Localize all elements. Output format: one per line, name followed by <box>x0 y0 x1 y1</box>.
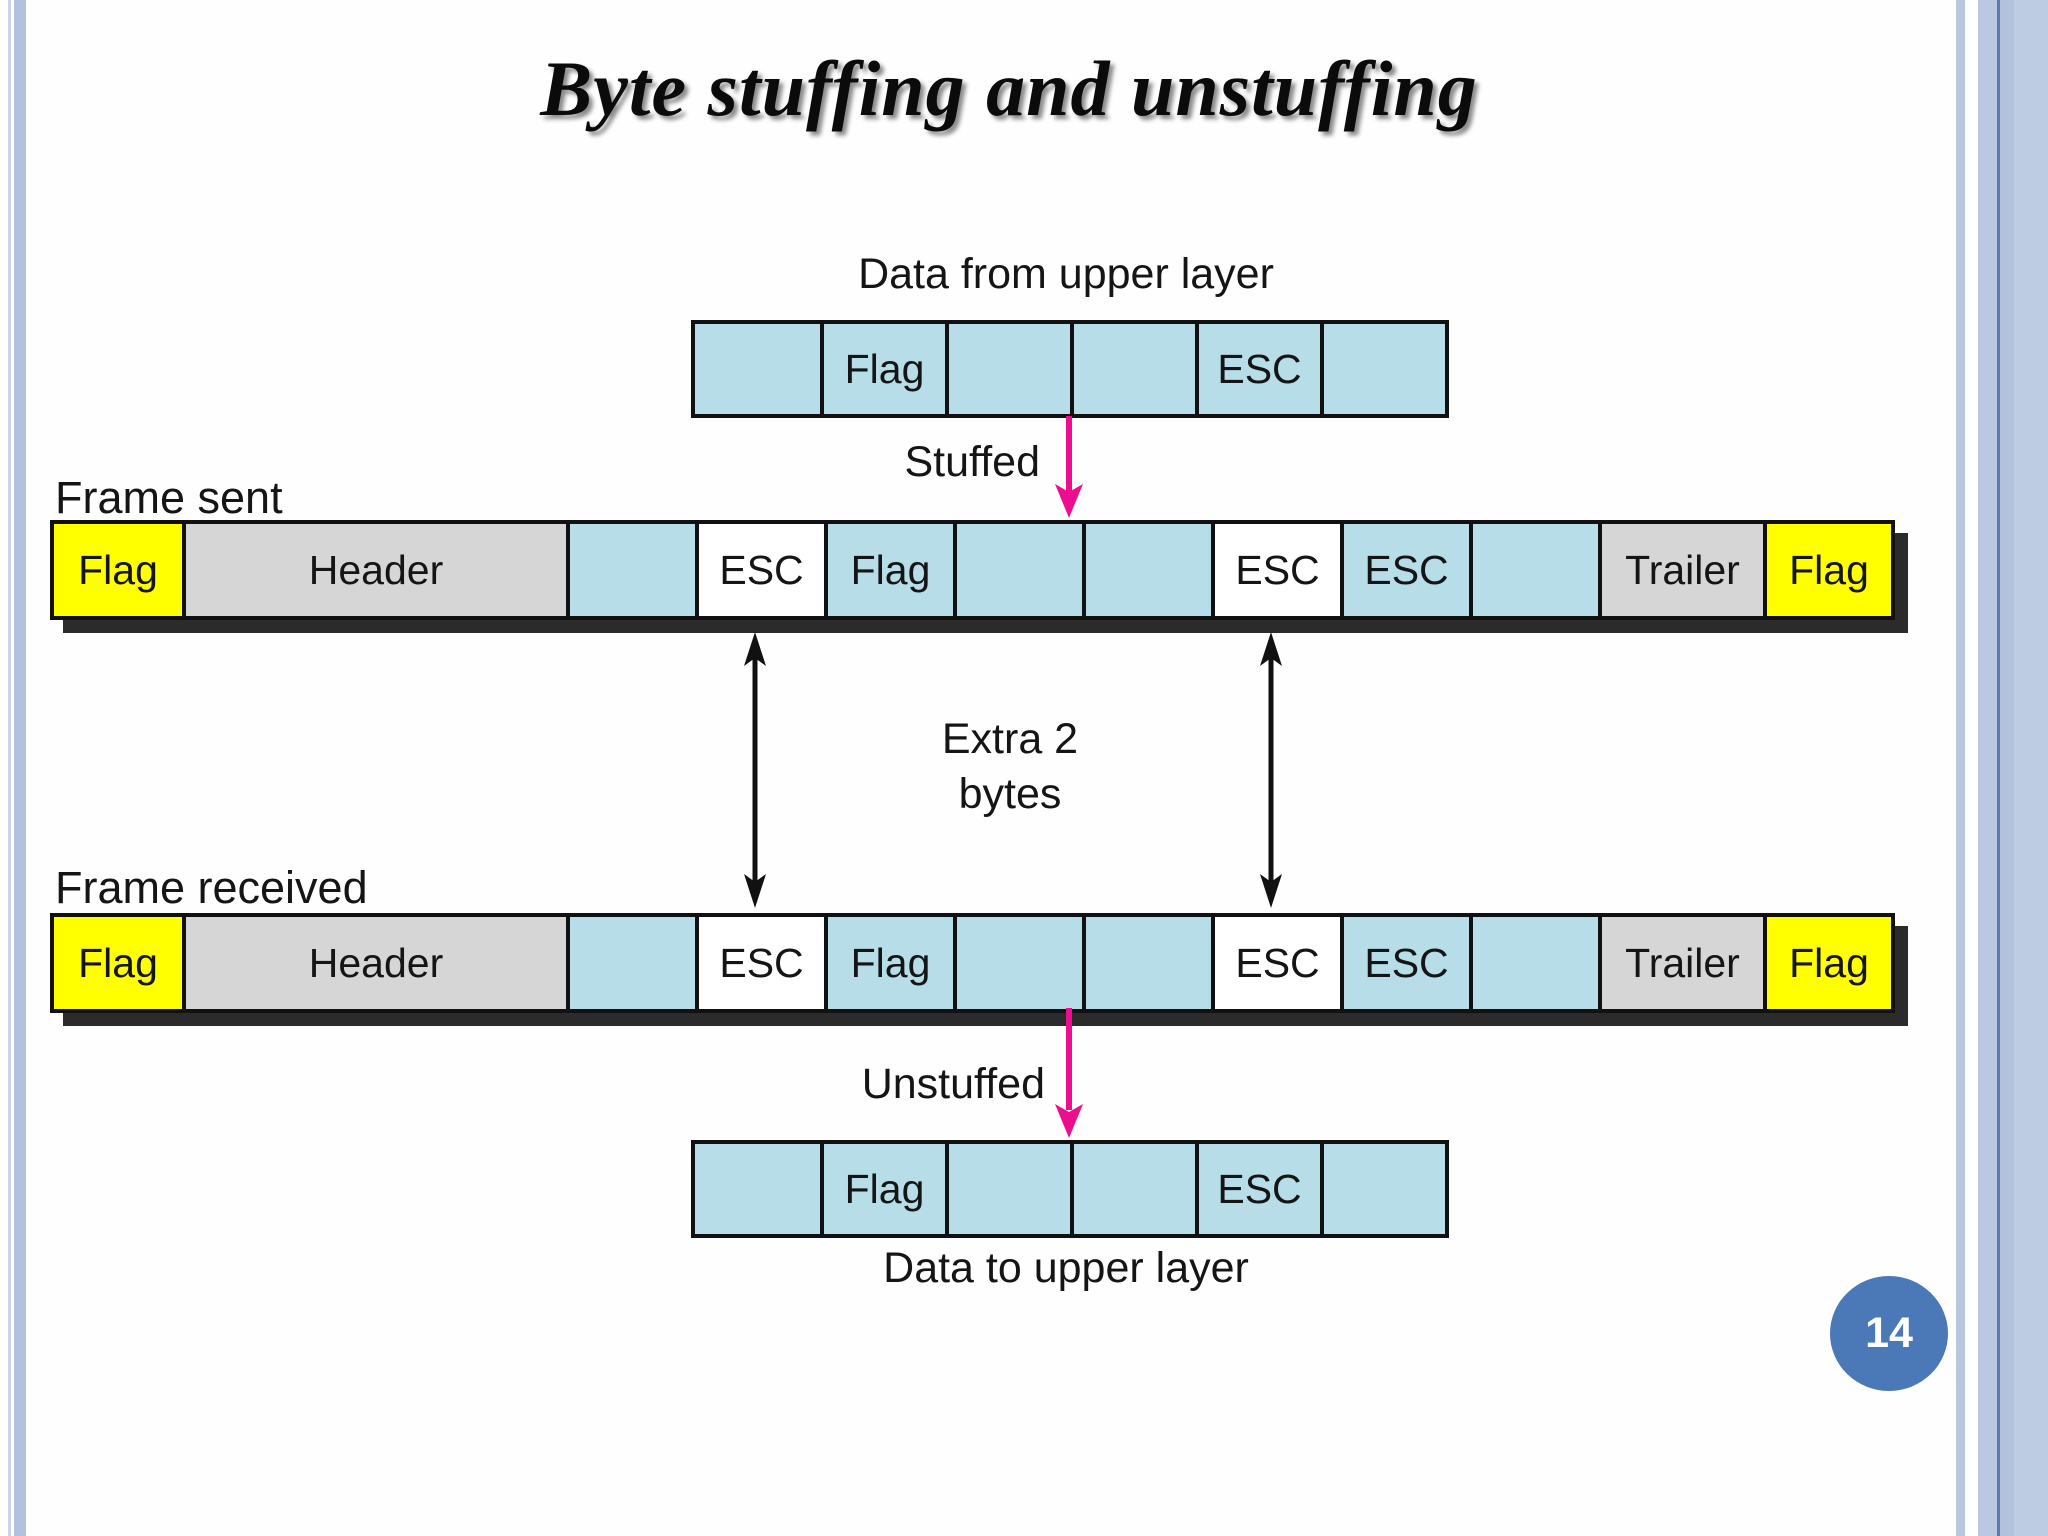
label-unstuffed: Unstuffed <box>861 1060 1045 1108</box>
byte-cell-flag: Flag <box>54 917 182 1009</box>
byte-cell-flag: Flag <box>824 917 953 1009</box>
extra-bytes-right-double-arrow-icon <box>1260 632 1282 908</box>
byte-cell-trailer: Trailer <box>1598 524 1763 616</box>
byte-cell-flag: Flag <box>820 1144 945 1234</box>
byte-cell-empty <box>1469 917 1598 1009</box>
byte-cell-esc: ESC <box>1195 324 1320 414</box>
byte-cell-flag: Flag <box>824 524 953 616</box>
byte-cell-empty <box>1082 524 1211 616</box>
byte-cell-esc: ESC <box>1211 524 1340 616</box>
lower-data-row: Flag ESC <box>691 1140 1449 1238</box>
byte-cell-esc: ESC <box>1211 917 1340 1009</box>
byte-cell-empty <box>953 524 1082 616</box>
unstuffed-pink-down-arrow-icon <box>1055 1008 1083 1138</box>
label-extra-2-bytes: Extra 2 bytes <box>860 712 1160 822</box>
byte-cell-empty <box>953 917 1082 1009</box>
byte-cell-trailer: Trailer <box>1598 917 1763 1009</box>
byte-cell-flag: Flag <box>54 524 182 616</box>
stuffed-pink-down-arrow-icon <box>1055 416 1083 518</box>
extra-bytes-left-double-arrow-icon <box>744 632 766 908</box>
upper-data-row: Flag ESC <box>691 320 1449 418</box>
byte-cell-empty <box>1070 1144 1195 1234</box>
page-number-badge: 14 <box>1830 1276 1948 1391</box>
byte-cell-empty <box>695 324 820 414</box>
label-extra-2-bytes-line2: bytes <box>958 770 1062 819</box>
byte-cell-empty <box>566 917 695 1009</box>
byte-cell-flag: Flag <box>1763 917 1891 1009</box>
byte-cell-esc: ESC <box>1340 524 1469 616</box>
byte-cell-esc: ESC <box>1340 917 1469 1009</box>
byte-cell-empty <box>566 524 695 616</box>
label-data-from-upper-layer: Data from upper layer <box>858 250 1274 298</box>
byte-cell-esc: ESC <box>695 524 824 616</box>
byte-cell-empty <box>1320 1144 1445 1234</box>
label-extra-2-bytes-line1: Extra 2 <box>941 715 1079 763</box>
byte-cell-esc: ESC <box>695 917 824 1009</box>
byte-cell-empty <box>1070 324 1195 414</box>
label-frame-sent: Frame sent <box>55 472 283 523</box>
label-data-to-upper-layer: Data to upper layer <box>883 1244 1249 1292</box>
byte-cell-flag: Flag <box>1763 524 1891 616</box>
label-frame-received: Frame received <box>55 862 368 913</box>
byte-cell-empty <box>1469 524 1598 616</box>
byte-cell-header: Header <box>182 524 566 616</box>
byte-cell-empty <box>945 324 1070 414</box>
byte-cell-header: Header <box>182 917 566 1009</box>
label-stuffed: Stuffed <box>904 438 1041 486</box>
right-border-stripes <box>1956 0 2048 1536</box>
page-number: 14 <box>1865 1309 1913 1357</box>
byte-cell-empty <box>1320 324 1445 414</box>
byte-cell-esc: ESC <box>1195 1144 1320 1234</box>
byte-cell-empty <box>695 1144 820 1234</box>
byte-cell-empty <box>945 1144 1070 1234</box>
slide-title: Byte stuffing and unstuffing <box>540 45 1478 132</box>
byte-cell-empty <box>1082 917 1211 1009</box>
left-border-stripes <box>0 0 28 1536</box>
byte-cell-flag: Flag <box>820 324 945 414</box>
